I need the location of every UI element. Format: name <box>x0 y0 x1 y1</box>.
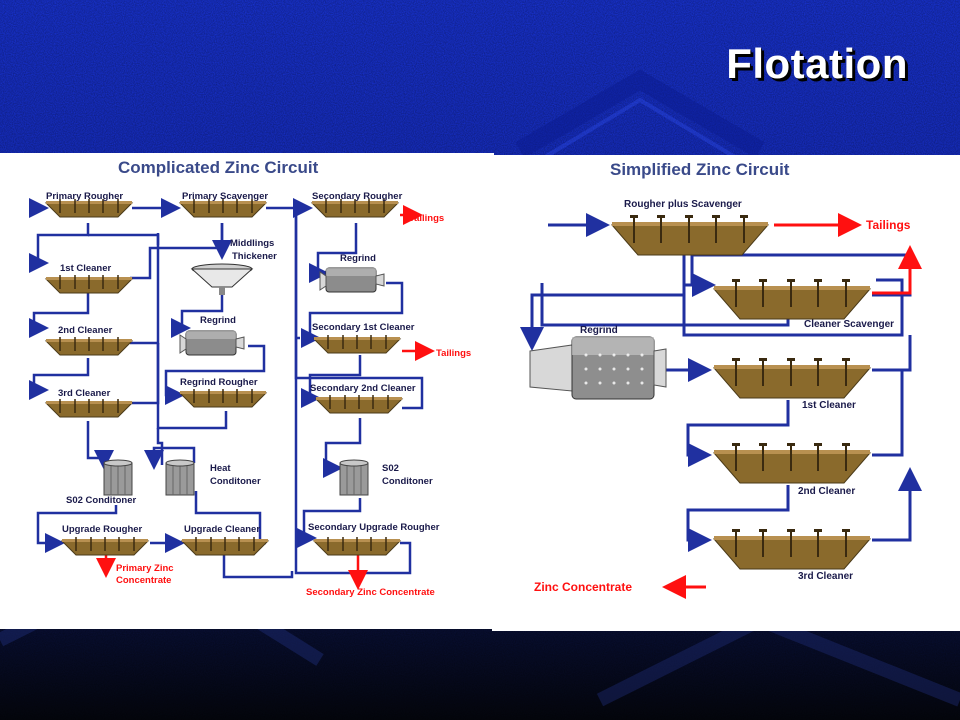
label-primary-scavenger: Primary Scavenger <box>182 191 268 202</box>
label-so2-right: S02 <box>382 463 399 474</box>
third-cleaner-cell <box>713 528 871 570</box>
label-tailings-2: Tailings <box>436 348 471 359</box>
label-rougher-plus-scavenger: Rougher plus Scavenger <box>624 199 742 210</box>
so2-conditioner-left-icon <box>103 459 133 496</box>
slide-title: Flotation <box>726 40 908 87</box>
first-cleaner-cell <box>45 274 133 294</box>
label-heat-conditoner: Conditoner <box>210 476 261 487</box>
label-thickener: Thickener <box>232 251 277 262</box>
label-first-cleaner: 1st Cleaner <box>60 263 112 274</box>
label-upgrade-cleaner: Upgrade Cleaner <box>184 524 260 535</box>
first-cleaner-cell <box>713 357 871 399</box>
middlings-thickener-icon <box>190 263 254 295</box>
label-regrind-rougher: Regrind Rougher <box>180 377 258 388</box>
label-so2-conditoner-left: S02 Conditoner <box>66 495 137 506</box>
rougher-scavenger-cell <box>611 214 769 256</box>
label-secondary-first-cleaner: Secondary 1st Cleaner <box>312 322 415 333</box>
so2-conditioner-right-icon <box>339 459 369 496</box>
label-upgrade-rougher: Upgrade Rougher <box>62 524 143 535</box>
label-primary-zinc: Primary Zinc <box>116 563 174 574</box>
heat-conditioner-icon <box>165 459 195 496</box>
label-cleaner-scavenger: Cleaner Scavenger <box>804 319 894 330</box>
label-first-cleaner: 1st Cleaner <box>802 400 856 411</box>
regrind-mill-icon <box>529 336 667 400</box>
simplified-circuit-panel: Simplified Zinc Circuit <box>492 155 960 631</box>
label-second-cleaner: 2nd Cleaner <box>58 325 113 336</box>
complicated-circuit-diagram: Complicated Zinc Circuit <box>29 158 471 598</box>
label-third-cleaner: 3rd Cleaner <box>58 388 111 399</box>
regrind-mill-middle-icon <box>179 330 245 356</box>
label-second-cleaner: 2nd Cleaner <box>798 486 855 497</box>
third-cleaner-cell <box>45 398 133 418</box>
label-secondary-zinc-concentrate: Secondary Zinc Concentrate <box>306 587 435 598</box>
secondary-second-cleaner-cell <box>315 394 403 414</box>
second-cleaner-cell <box>45 336 133 356</box>
label-regrind-middle: Regrind <box>200 315 236 326</box>
simplified-circuit-title: Simplified Zinc Circuit <box>610 160 790 179</box>
label-so2-conditoner-right: Conditoner <box>382 476 433 487</box>
label-tailings-1: Tailings <box>409 213 444 224</box>
label-primary-zinc-concentrate: Concentrate <box>116 575 171 586</box>
second-cleaner-cell <box>713 442 871 484</box>
label-secondary-upgrade-rougher: Secondary Upgrade Rougher <box>308 522 440 533</box>
regrind-rougher-cell <box>179 388 267 408</box>
cleaner-scavenger-cell <box>713 278 871 320</box>
label-third-cleaner: 3rd Cleaner <box>798 571 853 582</box>
label-secondary-rougher: Secondary Rougher <box>312 191 403 202</box>
label-tailings: Tailings <box>866 218 911 232</box>
simplified-circuit-diagram: Simplified Zinc Circuit <box>520 160 922 599</box>
label-secondary-second-cleaner: Secondary 2nd Cleaner <box>310 383 416 394</box>
upgrade-rougher-cell <box>61 536 149 556</box>
upgrade-cleaner-cell <box>181 536 269 556</box>
label-regrind-right: Regrind <box>340 253 376 264</box>
label-primary-rougher: Primary Rougher <box>46 191 123 202</box>
label-middlings: Middlings <box>230 238 274 249</box>
complicated-circuit-panel: Complicated Zinc Circuit <box>0 153 494 629</box>
secondary-upgrade-rougher-cell <box>313 536 401 556</box>
regrind-mill-right-icon <box>319 267 385 293</box>
label-regrind: Regrind <box>580 325 618 336</box>
secondary-first-cleaner-cell <box>313 334 401 354</box>
complicated-circuit-title: Complicated Zinc Circuit <box>118 158 319 177</box>
label-heat: Heat <box>210 463 231 474</box>
label-zinc-concentrate: Zinc Concentrate <box>534 580 632 594</box>
